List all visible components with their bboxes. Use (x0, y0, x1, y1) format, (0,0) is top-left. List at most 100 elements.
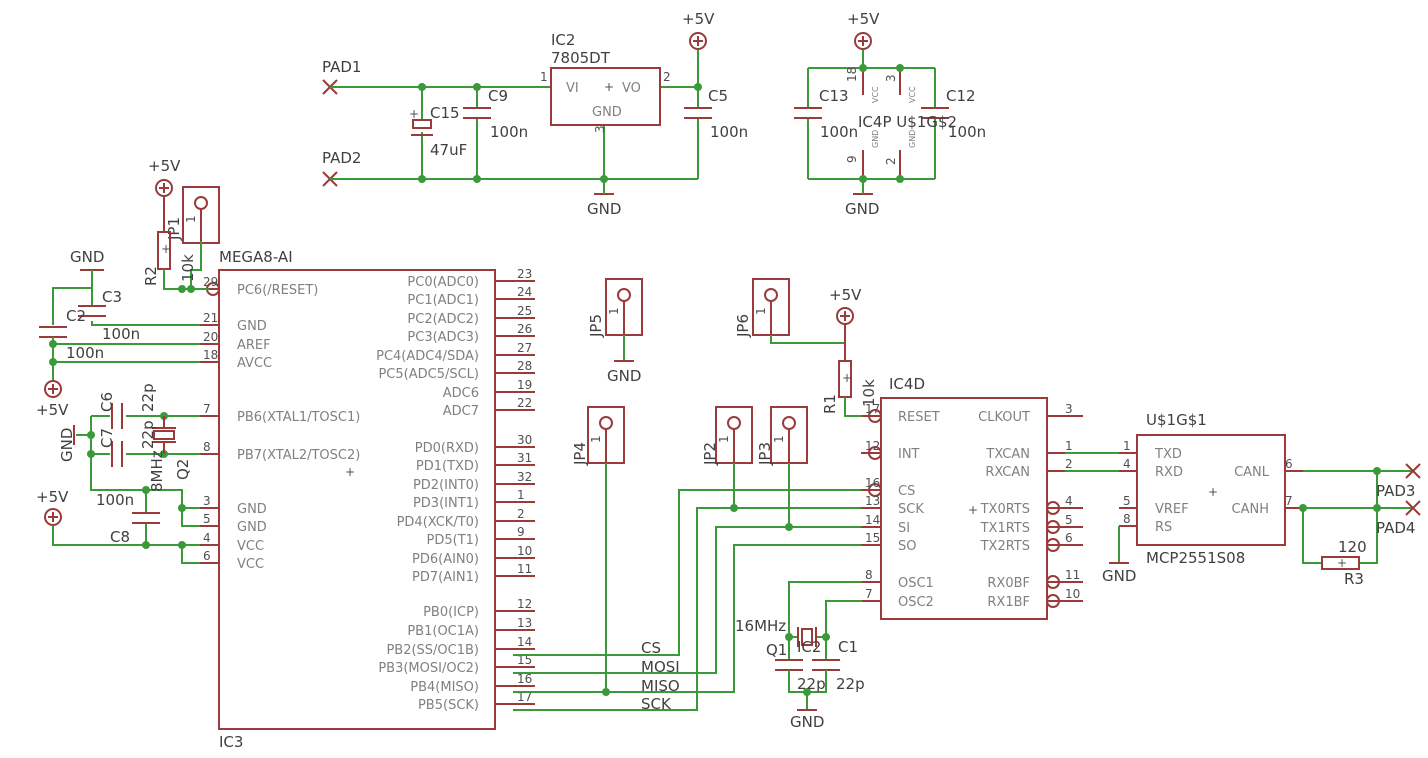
ic2-vo: VO (622, 81, 641, 96)
ic3-pin-18-name: AVCC (237, 356, 272, 371)
q1-label: Q1 (766, 641, 787, 659)
ic4-pin-12-name: INT (898, 447, 920, 462)
svg-text:1: 1 (772, 435, 786, 443)
svg-text:1: 1 (717, 435, 731, 443)
ic3-pin-27-number: 27 (517, 341, 532, 355)
c15-value: 47uF (430, 141, 467, 159)
ic3-pin-32-name: PD2(INT0) (413, 478, 479, 493)
ic2-gnd: GND (592, 105, 622, 120)
vcc-label-c8: +5V (36, 488, 69, 506)
gnd-label-ic2: GND (587, 200, 621, 218)
ic3-pin-4-name: VCC (237, 539, 264, 554)
ic3-pin-5-name: GND (237, 520, 267, 535)
c12-label: C12 (946, 87, 976, 105)
c12-value: 100n (948, 123, 986, 141)
svg-text:+: + (161, 242, 171, 256)
u1-pin-7-name: CANH (1232, 502, 1269, 517)
ic3-pin-10-name: PD6(AIN0) (412, 552, 479, 567)
ic3-pin-12-number: 12 (517, 597, 532, 611)
ic2-vi: VI (566, 81, 579, 96)
r3-label: R3 (1344, 570, 1364, 588)
svg-text:18: 18 (845, 67, 859, 82)
ic3-pin-3-number: 3 (203, 494, 211, 508)
ic4-pin-12-number: 12 (865, 439, 880, 453)
c1-value: 22p (836, 675, 865, 693)
ic4-pin-10-number: 10 (1065, 587, 1080, 601)
ic3-pin-17-name: PB5(SCK) (418, 698, 479, 713)
c13-value: 100n (820, 123, 858, 141)
c1-label: C1 (838, 638, 858, 656)
ic4-pin-8-name: OSC1 (898, 576, 934, 591)
ic4-pin-11-inverted-marker (1046, 575, 1060, 589)
u1-pin-4-name: RXD (1155, 465, 1183, 480)
gnd-label-c3: GND (70, 248, 104, 266)
ic4-pin-10-inverted-marker (1046, 594, 1060, 608)
jp1-label: JP1 (165, 217, 183, 241)
c13-label: C13 (819, 87, 849, 105)
q2-label: Q2 (174, 459, 192, 480)
ic4-pin-5-name: TX1RTS (980, 521, 1030, 536)
ic4-pin-17-name: RESET (898, 410, 940, 425)
r2-label: R2 (142, 266, 160, 286)
svg-text:+: + (409, 107, 419, 121)
ic3-pin-1-name: PD3(INT1) (413, 496, 479, 511)
ic3-pin-4-number: 4 (203, 531, 211, 545)
u1-ref: U$1G$1 (1146, 411, 1207, 429)
u1-pin-6-number: 6 (1285, 457, 1293, 471)
ic4-pin-7-number: 7 (865, 587, 873, 601)
jp4-label: JP4 (571, 442, 589, 466)
ic3-pin-13-name: PB1(OC1A) (407, 624, 479, 639)
pad2-label: PAD2 (322, 149, 361, 167)
ic3-pin-8-number: 8 (203, 440, 211, 454)
ic4-pin-16-inverted-marker (868, 483, 882, 497)
vcc-label-r2: +5V (148, 157, 181, 175)
ic3-pin-20-name: AREF (237, 338, 271, 353)
ic4d-can-controller: IC4D + 17RESET12INT16CS13SCK14SI15SO8OSC… (735, 286, 1083, 731)
c5-label: C5 (708, 87, 728, 105)
gnd-label-q1: GND (790, 713, 824, 731)
ic4-pin-4-name: TX0RTS (980, 502, 1030, 517)
ic3-pin-24-number: 24 (517, 285, 532, 299)
vcc-label-r1: +5V (829, 286, 862, 304)
ic3-pin-16-number: 16 (517, 672, 532, 686)
svg-text:+: + (1337, 556, 1347, 570)
ic4-pin-15-number: 15 (865, 531, 880, 545)
c7-label: C7 (98, 428, 116, 448)
ic3-pin-2-name: PD4(XCK/T0) (397, 515, 479, 530)
u1-pin-7-number: 7 (1285, 494, 1293, 508)
u1-pin-5-name: VREF (1155, 502, 1189, 517)
svg-text:1: 1 (589, 435, 603, 443)
ic4p-label: IC4P U$1G$2 (858, 113, 957, 131)
ic4-pin-7-name: OSC2 (898, 595, 934, 610)
gnd-label-q2: GND (58, 428, 76, 462)
ic3-pin-32-number: 32 (517, 470, 532, 484)
net-mosi: MOSI (641, 658, 680, 676)
u1-pin-8-number: 8 (1123, 512, 1131, 526)
q1-value: 16MHz (735, 617, 786, 635)
ic4-pin-11-number: 11 (1065, 568, 1080, 582)
ic3-pin-23-number: 23 (517, 267, 532, 281)
ic3-pin-6-number: 6 (203, 549, 211, 563)
svg-text:1: 1 (540, 70, 548, 84)
gnd-label-dec: GND (845, 200, 879, 218)
svg-text:3: 3 (884, 74, 898, 82)
svg-text:1: 1 (607, 307, 621, 315)
r1-value: 10k (860, 379, 878, 407)
ic4-pin-13-name: SCK (898, 502, 924, 517)
ic3-pin-9-name: PD5(T1) (427, 533, 479, 548)
ic3-pin-31-number: 31 (517, 451, 532, 465)
jp2-label: JP2 (701, 442, 719, 466)
ic4d-ref: IC4D (889, 375, 925, 393)
u1-pin-6-name: CANL (1234, 465, 1270, 480)
ic3-pin-25-name: PC2(ADC2) (407, 312, 479, 327)
vcc-label-c2: +5V (36, 401, 69, 419)
svg-text:2: 2 (884, 157, 898, 165)
spi-bus: CS MOSI MISO SCK (513, 489, 862, 713)
ic3-pin-19-name: ADC6 (443, 386, 479, 401)
ic4-pin-14-number: 14 (865, 513, 880, 527)
ic3-pin-27-name: PC4(ADC4/SDA) (376, 349, 479, 364)
ic3-pin-23-name: PC0(ADC0) (407, 275, 479, 290)
svg-text:+: + (604, 80, 614, 94)
ic3-pin-10-number: 10 (517, 544, 532, 558)
